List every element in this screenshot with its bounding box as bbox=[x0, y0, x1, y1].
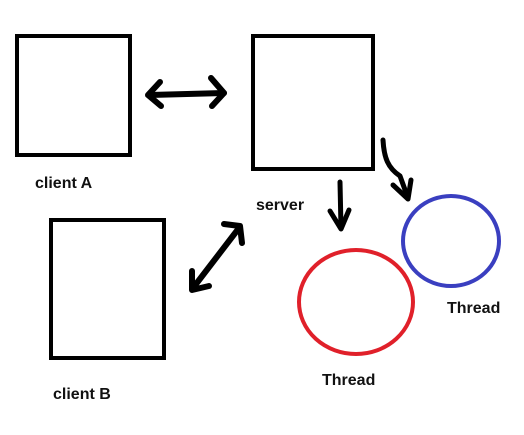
thread-blue-label: Thread bbox=[447, 300, 501, 317]
server-to-blue-thread-arrow-icon bbox=[380, 137, 414, 202]
client-b-server-double-arrow-icon bbox=[189, 221, 245, 293]
client-b-label: client B bbox=[53, 386, 111, 403]
client-a-label: client A bbox=[35, 175, 93, 192]
server-box bbox=[251, 34, 375, 171]
client-b-box bbox=[49, 218, 166, 360]
thread-red-circle bbox=[297, 248, 415, 356]
server-label: server bbox=[256, 197, 305, 214]
server-to-red-thread-arrow-icon bbox=[327, 179, 352, 232]
client-a-server-double-arrow-icon bbox=[145, 75, 227, 109]
client-a-box bbox=[15, 34, 132, 157]
thread-red-label: Thread bbox=[322, 372, 376, 389]
thread-blue-circle bbox=[401, 194, 501, 288]
